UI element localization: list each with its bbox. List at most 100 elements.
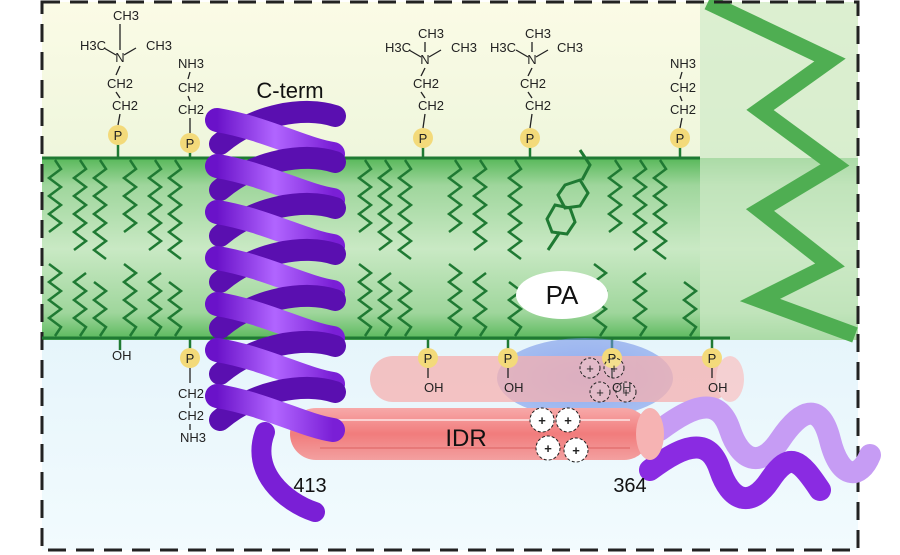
phosphate-icon [180, 133, 200, 153]
phosphate-icon [418, 348, 438, 368]
idr-charges: + + + + [529, 407, 589, 463]
ch2-label: CH2 [107, 76, 133, 91]
charge-label: + [564, 413, 572, 428]
lipid-tail [446, 159, 464, 233]
lipid-tail [396, 159, 414, 260]
ethanolamine-bonds [187, 71, 683, 133]
positive-charge-icon [579, 357, 601, 379]
choline-headgroup-2: CH3 H3C N CH3 CH2 CH2 [385, 26, 477, 113]
membrane-edge-zigzag [704, 0, 858, 343]
phosphate-label: P [708, 351, 717, 366]
helix-tail [251, 422, 325, 522]
phosphate-icon [602, 348, 622, 368]
ch2-label: CH2 [670, 80, 696, 95]
methyl-label: H3C [490, 40, 516, 55]
residue-413-label: 413 [293, 475, 326, 497]
lipid-tail [356, 263, 374, 337]
ch2-label: CH2 [112, 98, 138, 113]
phosphate-label: P [504, 351, 513, 366]
lipid-tail [681, 281, 699, 337]
positive-charge-icon [555, 407, 581, 433]
nitrogen-label: N [115, 50, 124, 65]
phosphate-icon [670, 128, 690, 148]
lipid-tail [356, 159, 374, 233]
idr-back-cylinder [370, 356, 744, 402]
lipid-tail [376, 159, 394, 251]
choline-headgroup-3: CH3 H3C N CH3 CH2 CH2 [490, 26, 583, 113]
dashed-frame [40, 0, 860, 552]
choline-headgroup-1: CH3 H3C N CH3 CH2 CH2 [80, 8, 172, 113]
lipid-tail [91, 281, 109, 337]
ch2-label: CH2 [670, 102, 696, 117]
lipid-tail [121, 263, 139, 337]
lipid-tail [651, 159, 669, 260]
lipid-tail [46, 263, 64, 337]
amine-label: NH3 [178, 56, 204, 71]
ch2-label: CH2 [525, 98, 551, 113]
methyl-label: CH3 [418, 26, 444, 41]
cholesterol-rings [545, 149, 592, 251]
outer-phosphates: P P P P P [108, 125, 690, 153]
phosphate-label: P [676, 131, 685, 146]
phosphate-label: P [419, 131, 428, 146]
ch2-label: CH2 [178, 408, 204, 423]
positive-charge-icon [615, 381, 637, 403]
hydroxyl-label: OH [708, 380, 728, 395]
lipid-tail [471, 159, 489, 251]
charge-label: + [610, 361, 618, 376]
charge-label: + [538, 413, 546, 428]
lipid-tail [606, 159, 624, 233]
hydroxyl-label: OH [424, 380, 444, 395]
hydroxyl-label: OH [504, 380, 524, 395]
methyl-label: CH3 [451, 40, 477, 55]
phosphate-label: P [186, 351, 195, 366]
charge-label: + [544, 441, 552, 456]
phosphate-icon [498, 348, 518, 368]
charge-label: + [572, 443, 580, 458]
methyl-label: CH3 [525, 26, 551, 41]
c-term-label: C-term [256, 78, 323, 103]
lipid-tail [121, 159, 139, 233]
lipid-tail [506, 159, 524, 260]
lipid-tail [166, 281, 184, 337]
phosphate-icon [180, 348, 200, 368]
positive-charge-icon [589, 381, 611, 403]
pa-charges: + + + + [579, 357, 637, 403]
phosphate-label: P [608, 351, 617, 366]
methyl-label: CH3 [557, 40, 583, 55]
ch2-label: CH2 [418, 98, 444, 113]
lipid-tail [446, 263, 464, 337]
ch2-label: CH2 [520, 76, 546, 91]
inner-phosphates: OH P P P P P OH OH OH OH [112, 348, 728, 395]
helix-turn-front [205, 384, 345, 442]
methyl-label: CH3 [146, 38, 172, 53]
ch2-label: CH2 [178, 102, 204, 117]
charge-label: + [586, 361, 594, 376]
nitrogen-label: N [527, 52, 536, 67]
phosphate-icon [413, 128, 433, 148]
lipid-tail [396, 281, 414, 337]
lipid-tail [631, 272, 649, 337]
phosphate-icon [520, 128, 540, 148]
ch2-label: CH2 [178, 386, 204, 401]
ch2-label: CH2 [178, 80, 204, 95]
ethanolamine-headgroup-1: NH3 CH2 CH2 [178, 56, 204, 117]
residue-364-label: 364 [613, 475, 646, 497]
amine-label: NH3 [180, 430, 206, 445]
amine-label: NH3 [670, 56, 696, 71]
phosphate-label: P [186, 136, 195, 151]
lipid-tail [146, 159, 164, 251]
ethanolamine-headgroup-inner: CH2 CH2 NH3 [178, 368, 206, 445]
lipid-tail [146, 272, 164, 337]
charge-label: + [596, 385, 604, 400]
positive-charge-icon [535, 435, 561, 461]
ethanolamine-headgroup-2: NH3 CH2 CH2 [670, 56, 696, 117]
lipid-tail [91, 159, 109, 260]
phosphate-label: P [424, 351, 433, 366]
phosphate-icon [108, 125, 128, 145]
ch2-label: CH2 [413, 76, 439, 91]
phosphate-label: P [114, 128, 123, 143]
lipid-tail [71, 272, 89, 337]
